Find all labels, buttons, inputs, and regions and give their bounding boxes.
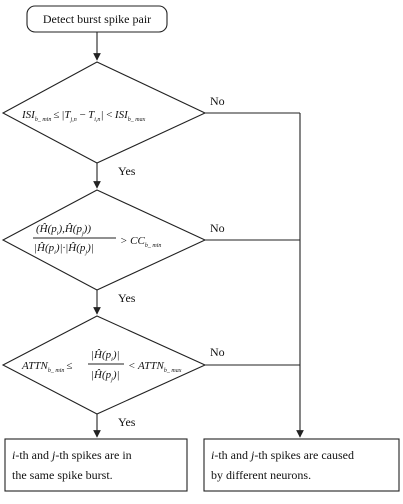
svg-text:|Ĥ(pi)|·|Ĥ(pj)|: |Ĥ(pi)|·|Ĥ(pj)| bbox=[34, 242, 94, 256]
decision-cc bbox=[1, 189, 207, 291]
outcome-different-neurons-line2: by different neurons. bbox=[211, 468, 311, 482]
decision-cc-expression: (Ĥ(pi),Ĥ(pj)) |Ĥ(pi)|·|Ĥ(pj)| > CCb_ min bbox=[33, 223, 161, 256]
svg-text:< ATTNb_ max: < ATTNb_ max bbox=[128, 360, 182, 374]
start-label: Detect burst spike pair bbox=[43, 12, 151, 26]
svg-text:|Ĥ(pi)|: |Ĥ(pi)| bbox=[91, 349, 120, 363]
decision-attn-no-label: No bbox=[210, 345, 225, 359]
decision-isi-expression: ISIb_ min≤|Tj,n−Ti,n|<ISIb_ max bbox=[21, 109, 146, 123]
decision-cc-yes-label: Yes bbox=[118, 291, 136, 305]
outcome-different-neurons bbox=[203, 438, 400, 492]
outcome-same-burst-line2: the same spike burst. bbox=[12, 468, 113, 482]
decision-attn-expression: ATTNb_ min≤ |Ĥ(pi)| |Ĥ(pj)| < ATTNb_ max bbox=[21, 349, 182, 383]
decision-isi-no-label: No bbox=[210, 94, 225, 108]
decision-attn-yes-label: Yes bbox=[118, 415, 136, 429]
svg-text:ATTNb_ min≤: ATTNb_ min≤ bbox=[21, 360, 72, 374]
svg-text:> CCb_ min: > CCb_ min bbox=[120, 235, 161, 249]
outcome-same-burst-line1: i-th and j-th spikes are in bbox=[12, 448, 132, 462]
svg-text:(Ĥ(pi),Ĥ(pj)): (Ĥ(pi),Ĥ(pj)) bbox=[36, 223, 91, 237]
decision-isi-yes-label: Yes bbox=[118, 164, 136, 178]
outcome-different-neurons-line1: i-th and j-th spikes are caused bbox=[211, 448, 354, 462]
svg-text:|Ĥ(pj)|: |Ĥ(pj)| bbox=[91, 369, 120, 383]
decision-cc-no-label: No bbox=[210, 221, 225, 235]
outcome-same-burst bbox=[4, 438, 188, 492]
